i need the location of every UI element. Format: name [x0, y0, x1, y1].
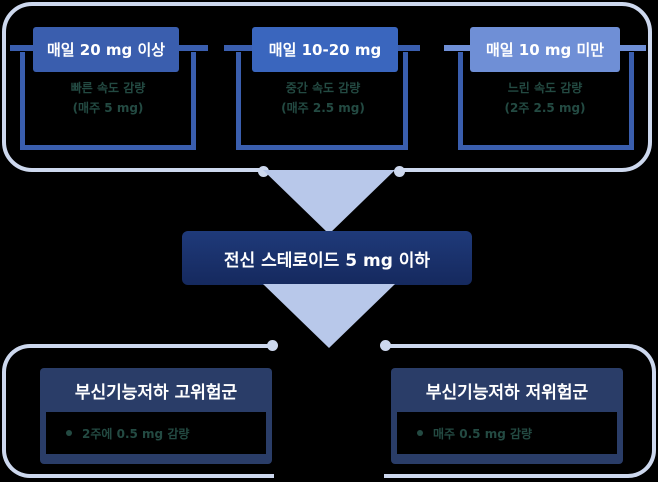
tier-header-low: 매일 10 mg 미만 — [470, 27, 620, 72]
center-threshold-box: 전신 스테로이드 5 mg 이하 — [182, 231, 472, 285]
down-arrow-icon — [263, 284, 395, 348]
low-risk-box: 부신기능저하 저위험군 매주 0.5 mg 감량 — [391, 368, 623, 464]
tier-bracket — [458, 52, 634, 150]
down-arrow-icon — [263, 170, 395, 234]
bottom-right-frame — [384, 344, 656, 478]
tier-bracket — [236, 52, 408, 150]
risk-title: 부신기능저하 저위험군 — [425, 382, 589, 403]
risk-item: 매주 0.5 mg 감량 — [433, 426, 533, 441]
tier-desc: 중간 속도 감량(매주 2.5 mg) — [281, 81, 365, 115]
tier-bracket — [20, 52, 196, 150]
bullet-icon — [417, 430, 423, 436]
bullet-icon — [66, 430, 72, 436]
tier-desc: 느린 속도 감량(2주 2.5 mg) — [504, 81, 586, 115]
tier-header-mid: 매일 10-20 mg — [252, 27, 398, 72]
risk-title: 부신기능저하 고위험군 — [74, 382, 238, 403]
tier-header-high: 매일 20 mg 이상 — [33, 27, 179, 72]
tier-desc: 빠른 속도 감량(매주 5 mg) — [70, 81, 146, 115]
connector-dot — [394, 166, 405, 177]
high-risk-box: 부신기능저하 고위험군 2주에 0.5 mg 감량 — [40, 368, 272, 464]
bottom-left-frame — [2, 344, 274, 478]
risk-item: 2주에 0.5 mg 감량 — [82, 426, 190, 441]
